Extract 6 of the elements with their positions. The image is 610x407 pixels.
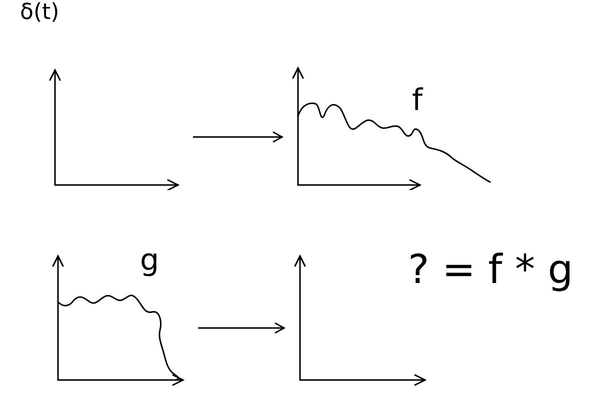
handwritten-label: f: [412, 86, 423, 116]
arrow: [193, 131, 283, 143]
handwritten-label: g: [140, 246, 160, 276]
equation-text: ? = f * g: [408, 250, 574, 290]
handwritten-label: δ(t): [20, 2, 60, 24]
arrow: [198, 322, 285, 334]
